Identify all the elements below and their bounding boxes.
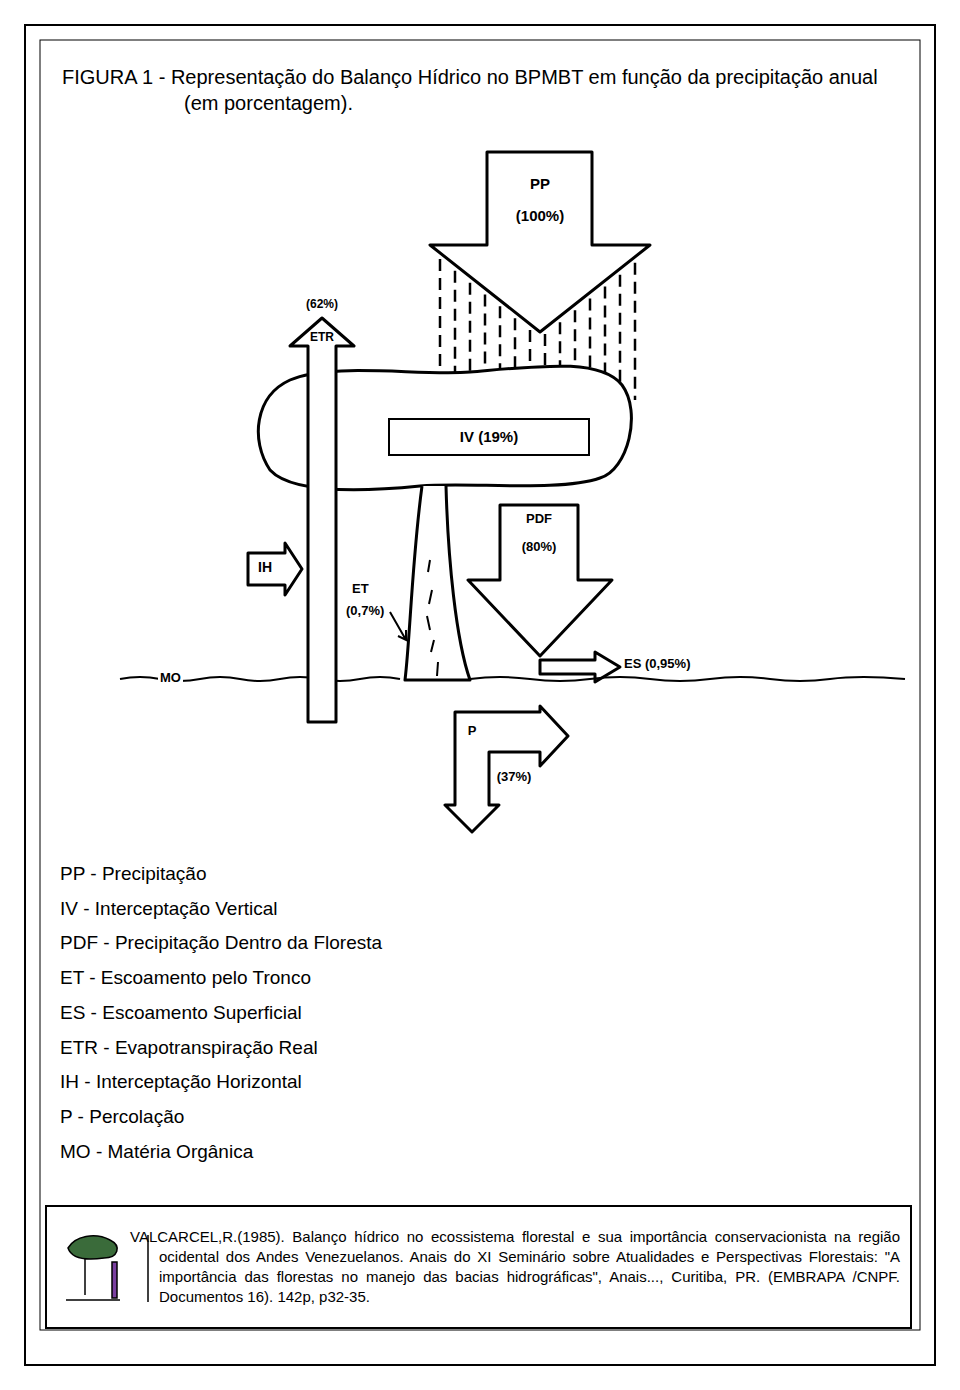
ih-arrow-label: IH [248,555,285,583]
arrow-label: PDF [526,512,552,526]
legend-entry: ET - Escoamento pelo Tronco [60,967,311,989]
arrow-label: ETR [310,331,334,344]
p-arrow [445,706,568,832]
arrow-label: P [468,724,477,738]
legend-entry: P - Percolação [60,1106,184,1128]
arrow-label: PP [530,176,550,193]
citation-box: VALCARCEL,R.(1985). Balanço hídrico no e… [45,1205,912,1329]
arrow-label: (62%) [306,298,338,311]
legend-entry: PP - Precipitação [60,863,206,885]
pdf-arrow [468,505,612,656]
legend-entry: ES - Escoamento Superficial [60,1002,302,1024]
etr-arrow [290,318,354,722]
rain-drop [634,263,637,400]
etr-arrow-label: (62%) ETR [288,296,356,348]
ground-line [120,677,905,681]
et-arrow [390,612,406,640]
pp-arrow-label: PP (100%) [487,165,592,240]
iv-box: IV (19%) [388,418,590,456]
es-label: ES (0,95%) [624,657,690,671]
arrow-label: (80%) [522,540,557,554]
pp-arrow [430,152,650,332]
arrow-label: IH [258,560,272,575]
pdf-arrow-label: PDF (80%) [500,508,578,570]
legend-entry: MO - Matéria Orgânica [60,1141,253,1163]
figure-title: FIGURA 1 - Representação do Balanço Hídr… [62,64,912,116]
legend-entry: ETR - Evapotranspiração Real [60,1037,318,1059]
ih-arrow [248,543,302,595]
et-label: ET [352,582,369,596]
citation-text: VALCARCEL,R.(1985). Balanço hídrico no e… [159,1227,900,1308]
legend-entry: IH - Interceptação Horizontal [60,1071,302,1093]
trunk-flow [427,560,438,676]
legend-entry: PDF - Precipitação Dentro da Floresta [60,932,382,954]
p-arrow-label: P(37%) [455,714,565,776]
box-label: IV (19%) [460,428,518,446]
legend-entry: IV - Interceptação Vertical [60,898,278,920]
arrow-label: (100%) [516,208,564,225]
arrow-label: (37%) [497,770,532,784]
inner-frame [40,40,920,1330]
mo-label: MO [158,671,183,685]
outer-frame [25,25,935,1365]
trunk [405,486,470,680]
et-value: (0,7%) [346,604,384,618]
frame [25,25,935,1365]
logo [66,1235,148,1302]
